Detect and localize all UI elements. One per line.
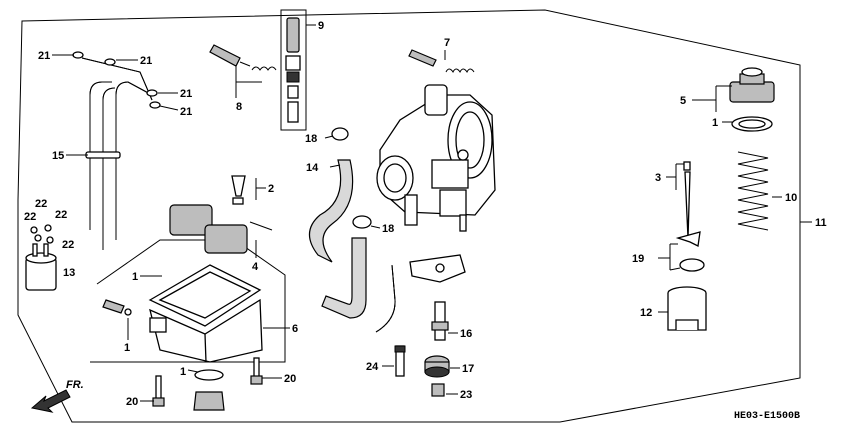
needle-jet-9 bbox=[285, 17, 301, 123]
throttle-stop-screw-7 bbox=[408, 49, 475, 73]
callout-numbers: 21 21 21 21 15 22 22 22 22 13 8 9 7 18 1… bbox=[24, 20, 827, 408]
callout-21: 21 bbox=[180, 106, 192, 118]
callout-22: 22 bbox=[55, 209, 67, 221]
callout-10: 10 bbox=[785, 192, 797, 204]
float-chamber-gasket-1 bbox=[148, 264, 262, 327]
screw-20 bbox=[152, 357, 263, 407]
callout-1: 1 bbox=[132, 271, 138, 283]
callout-11: 11 bbox=[815, 217, 827, 229]
float-chamber-6 bbox=[149, 298, 263, 363]
overflow-hose bbox=[375, 264, 396, 333]
hose-clip-18 bbox=[331, 127, 372, 229]
callout-20: 20 bbox=[126, 396, 138, 408]
bracket bbox=[409, 254, 466, 283]
callout-9: 9 bbox=[318, 20, 324, 32]
drain-plug-oring bbox=[193, 369, 225, 411]
diagram-code: HE03-E1500B bbox=[734, 411, 800, 422]
callout-15: 15 bbox=[52, 150, 64, 162]
callout-1: 1 bbox=[124, 342, 130, 354]
callout-17: 17 bbox=[462, 363, 474, 375]
leader-lines bbox=[52, 24, 812, 402]
callout-7: 7 bbox=[444, 37, 450, 49]
callout-16: 16 bbox=[460, 328, 472, 340]
callout-1: 1 bbox=[180, 366, 186, 378]
assembly-outline bbox=[17, 9, 801, 423]
callout-23: 23 bbox=[460, 389, 472, 401]
callout-21: 21 bbox=[38, 50, 50, 62]
callout-20: 20 bbox=[284, 373, 296, 385]
direction-label: FR. bbox=[66, 379, 84, 391]
jet-needle-3 bbox=[683, 161, 691, 239]
float-chamber-outline bbox=[90, 239, 286, 363]
slow-jet-24 bbox=[394, 345, 406, 377]
callout-18: 18 bbox=[305, 133, 317, 145]
pilot-screw-8 bbox=[209, 44, 277, 71]
callout-12: 12 bbox=[640, 307, 652, 319]
fuel-hose-14 bbox=[308, 159, 354, 263]
callout-6: 6 bbox=[292, 323, 298, 335]
front-direction-arrow: FR. bbox=[30, 379, 84, 413]
drain-screw bbox=[102, 299, 132, 316]
needle-jet-box-9 bbox=[280, 9, 307, 131]
fuel-filter-13 bbox=[25, 243, 57, 291]
vent-tube-15 bbox=[81, 57, 153, 250]
callout-19: 19 bbox=[632, 253, 644, 265]
top-cap-5 bbox=[729, 67, 775, 103]
callout-3: 3 bbox=[655, 172, 661, 184]
callout-21: 21 bbox=[180, 88, 192, 100]
callout-18: 18 bbox=[382, 223, 394, 235]
callout-22: 22 bbox=[35, 198, 47, 210]
callout-24: 24 bbox=[366, 361, 379, 373]
jet-23 bbox=[431, 383, 445, 397]
carburetor-body bbox=[376, 84, 496, 232]
callout-22: 22 bbox=[62, 239, 74, 251]
throttle-spring-10 bbox=[737, 151, 769, 231]
callout-8: 8 bbox=[236, 101, 242, 113]
callout-2: 2 bbox=[268, 183, 274, 195]
clips-22 bbox=[30, 224, 54, 244]
float-4 bbox=[169, 204, 273, 254]
callout-21: 21 bbox=[140, 55, 152, 67]
float-valve-2 bbox=[231, 175, 246, 205]
drain-hose bbox=[321, 237, 367, 319]
callout-22: 22 bbox=[24, 211, 36, 223]
jet-holder-17 bbox=[424, 355, 450, 378]
callout-5: 5 bbox=[680, 95, 686, 107]
callout-4: 4 bbox=[252, 261, 259, 273]
tube-clips-21 bbox=[72, 51, 161, 109]
callout-14: 14 bbox=[306, 162, 319, 174]
needle-clip-19 bbox=[675, 231, 705, 272]
callout-13: 13 bbox=[63, 267, 75, 279]
callout-1: 1 bbox=[712, 117, 718, 129]
main-jet-16 bbox=[431, 301, 449, 341]
throttle-valve-12 bbox=[667, 286, 707, 331]
cap-seal-1 bbox=[731, 116, 773, 132]
